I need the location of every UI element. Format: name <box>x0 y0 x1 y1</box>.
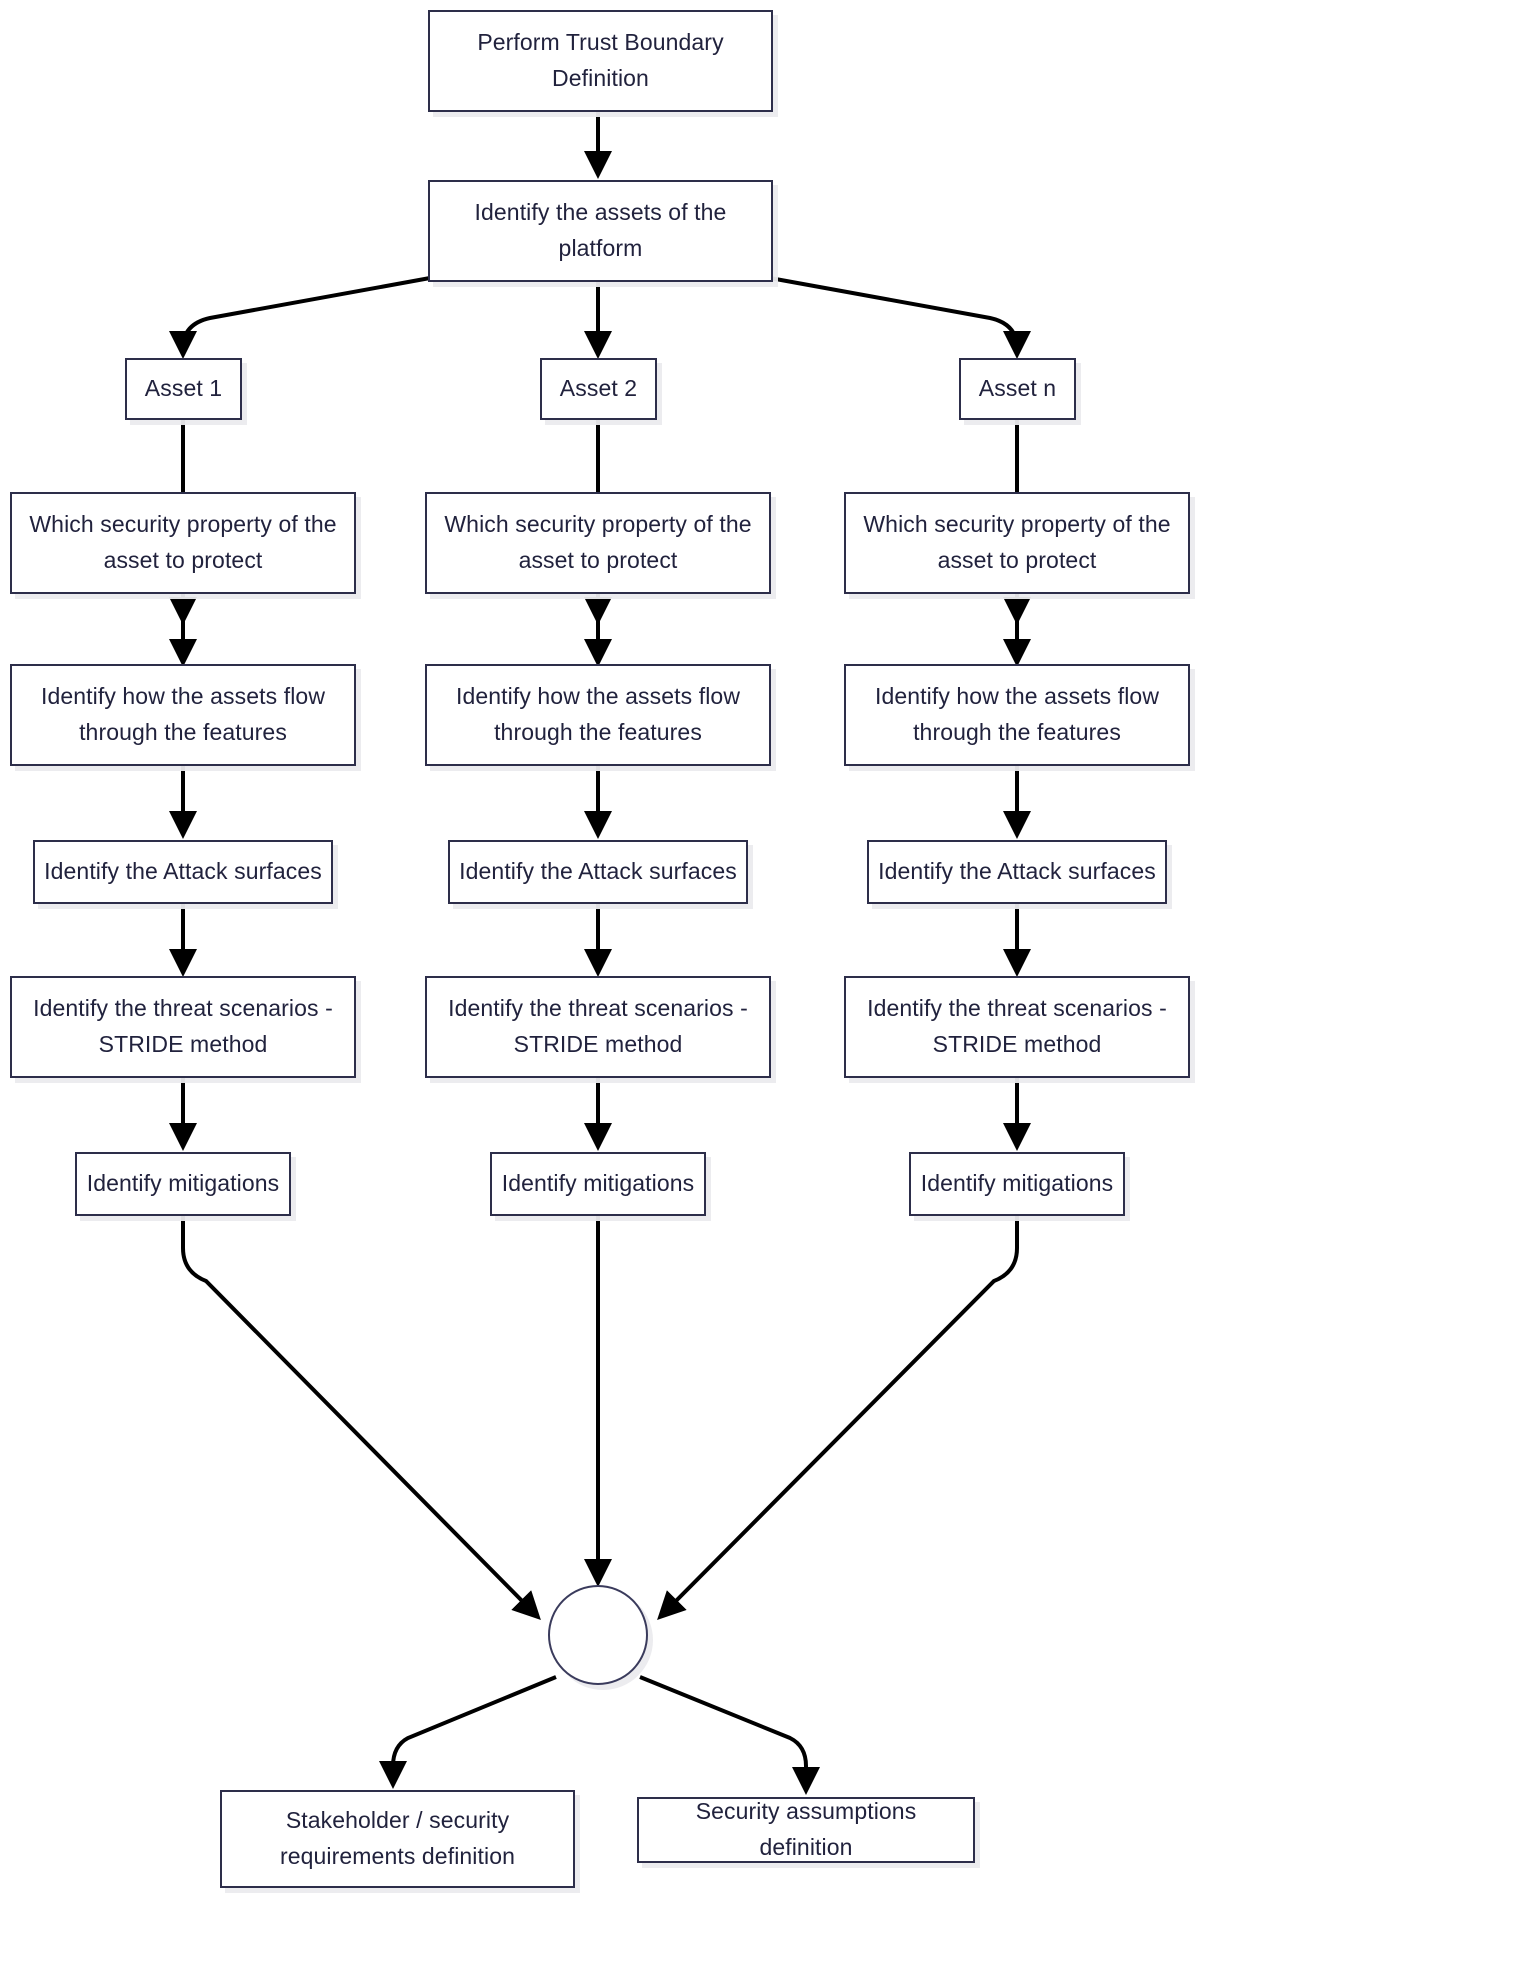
node-label: Which security property of the asset to … <box>29 511 337 573</box>
node-merge-junction[interactable] <box>548 1585 648 1685</box>
edge-junction-to-stakeholder <box>379 1675 557 1789</box>
edge-assets-to-asset1 <box>169 276 431 359</box>
node-assets-flow-1[interactable]: Identify how the assets flow through the… <box>10 664 356 766</box>
node-asset-1[interactable]: Asset 1 <box>125 358 242 420</box>
node-security-property-2[interactable]: Which security property of the asset to … <box>425 492 771 594</box>
node-attack-surfaces-1[interactable]: Identify the Attack surfaces <box>33 840 333 904</box>
node-asset-2[interactable]: Asset 2 <box>540 358 657 420</box>
node-mitigations-2[interactable]: Identify mitigations <box>490 1152 706 1216</box>
node-label: Identify the Attack surfaces <box>878 858 1156 885</box>
node-label: Asset 2 <box>559 375 638 402</box>
node-threat-scenarios-1[interactable]: Identify the threat scenarios - STRIDE m… <box>10 976 356 1078</box>
node-label: Which security property of the asset to … <box>863 511 1171 573</box>
node-assets-flow-2[interactable]: Identify how the assets flow through the… <box>425 664 771 766</box>
node-assets-flow-n[interactable]: Identify how the assets flow through the… <box>844 664 1190 766</box>
node-label: Identify mitigations <box>501 1170 695 1197</box>
node-security-property-1[interactable]: Which security property of the asset to … <box>10 492 356 594</box>
node-label: Asset n <box>978 375 1057 402</box>
node-label: Identify how the assets flow through the… <box>40 683 326 745</box>
node-asset-n[interactable]: Asset n <box>959 358 1076 420</box>
node-label: Identify the Attack surfaces <box>44 858 322 885</box>
node-attack-surfaces-n[interactable]: Identify the Attack surfaces <box>867 840 1167 904</box>
node-label: Perform Trust Boundary Definition <box>477 29 724 91</box>
node-label: Identify how the assets flow through the… <box>455 683 741 745</box>
node-label: Identify the threat scenarios - STRIDE m… <box>33 995 333 1057</box>
node-stakeholder-security-requirements[interactable]: Stakeholder / security requirements defi… <box>220 1790 575 1888</box>
edge-assets-to-assetn <box>769 276 1031 359</box>
edge-mitigations1-to-junction <box>181 1216 541 1620</box>
node-attack-surfaces-2[interactable]: Identify the Attack surfaces <box>448 840 748 904</box>
node-label: Identify the threat scenarios - STRIDE m… <box>448 995 748 1057</box>
node-label: Security assumptions definition <box>695 1798 917 1860</box>
node-label: Identify mitigations <box>920 1170 1114 1197</box>
node-label: Identify the assets of the platform <box>474 199 727 261</box>
node-threat-scenarios-2[interactable]: Identify the threat scenarios - STRIDE m… <box>425 976 771 1078</box>
node-identify-assets-of-platform[interactable]: Identify the assets of the platform <box>428 180 773 282</box>
node-perform-trust-boundary-definition[interactable]: Perform Trust Boundary Definition <box>428 10 773 112</box>
edge-junction-to-assumptions <box>639 1675 820 1795</box>
edge-mitigationsn-to-junction <box>657 1216 1019 1620</box>
node-label: Which security property of the asset to … <box>444 511 752 573</box>
node-label: Asset 1 <box>144 375 223 402</box>
node-threat-scenarios-n[interactable]: Identify the threat scenarios - STRIDE m… <box>844 976 1190 1078</box>
node-security-assumptions-definition[interactable]: Security assumptions definition <box>637 1797 975 1863</box>
node-label: Identify the threat scenarios - STRIDE m… <box>867 995 1167 1057</box>
node-label: Identify the Attack surfaces <box>459 858 737 885</box>
node-mitigations-1[interactable]: Identify mitigations <box>75 1152 291 1216</box>
node-label: Identify how the assets flow through the… <box>874 683 1160 745</box>
node-security-property-n[interactable]: Which security property of the asset to … <box>844 492 1190 594</box>
node-mitigations-n[interactable]: Identify mitigations <box>909 1152 1125 1216</box>
node-label: Identify mitigations <box>86 1170 280 1197</box>
node-label: Stakeholder / security requirements defi… <box>280 1807 515 1869</box>
